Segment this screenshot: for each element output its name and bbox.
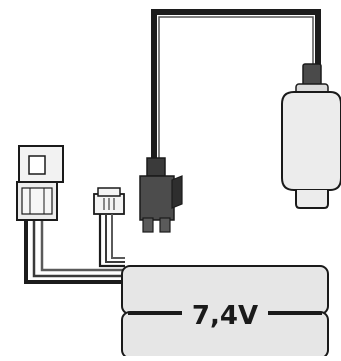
balance-wires	[24, 216, 125, 284]
charge-connector	[139, 157, 183, 233]
small-jst-plug	[93, 187, 125, 268]
battery-pack: 7,4V	[121, 265, 329, 359]
usb-plug	[281, 63, 341, 209]
white-balance-plug	[16, 145, 64, 221]
charge-cable	[151, 9, 321, 160]
voltage-label: 7,4V	[192, 301, 258, 331]
